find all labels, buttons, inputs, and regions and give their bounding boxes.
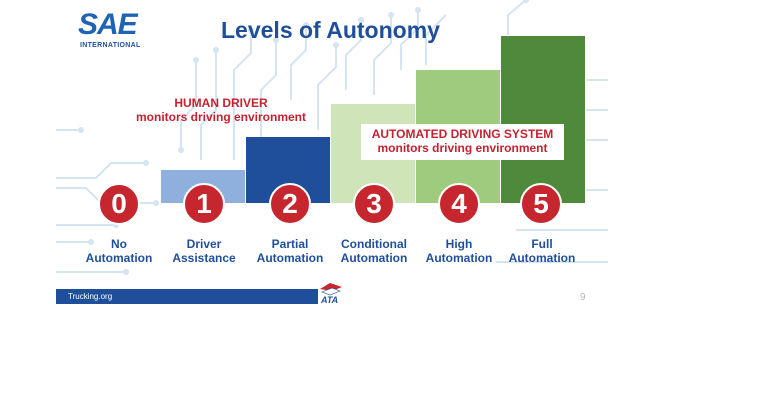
sae-logo-mark: SAE [78,8,138,41]
level-5-label: Full Automation [492,237,592,265]
level-2-label-line2: Automation [256,251,324,265]
ata-logo-icon: ATA [320,283,342,305]
level-5-bar [501,36,585,203]
level-3-label: Conditional Automation [324,237,424,265]
level-4-label-line2: Automation [425,251,493,265]
level-2-badge: 2 [269,183,311,225]
sae-logo: SAE INTERNATIONAL [78,10,148,54]
level-3-badge: 3 [353,183,395,225]
level-5-label-line1: Full [531,237,553,251]
level-1-badge: 1 [183,183,225,225]
ads-heading: AUTOMATED DRIVING SYSTEM [371,127,554,141]
level-2-label-line1: Partial [271,237,309,251]
level-4-label: High Automation [409,237,509,265]
footer-bar [56,289,318,304]
level-0-label: No Automation [69,237,169,265]
level-5-label-line2: Automation [508,251,576,265]
sae-logo-subtitle: INTERNATIONAL [80,42,141,49]
level-2-label: Partial Automation [240,237,340,265]
level-1-label-line2: Assistance [172,251,236,265]
footer-site: Trucking.org [68,292,113,301]
circuit-background [56,0,608,275]
level-1-label-line1: Driver [186,237,222,251]
level-3-label-line1: Conditional [341,237,407,251]
level-0-label-line2: Automation [85,251,153,265]
level-0-badge: 0 [98,183,140,225]
ads-caption: AUTOMATED DRIVING SYSTEM monitors drivin… [361,124,564,160]
human-driver-heading: HUMAN DRIVER [174,96,268,110]
slide-title: Levels of Autonomy [221,17,440,43]
level-4-badge: 4 [438,183,480,225]
level-0-label-line1: No [111,237,127,251]
ata-logo-text: ATA [320,295,338,305]
level-5-badge: 5 [520,183,562,225]
ads-subheading: monitors driving environment [377,141,548,155]
page-number: 9 [580,292,586,303]
level-1-label: Driver Assistance [154,237,254,265]
slide: SAE INTERNATIONAL Levels of Autonomy HUM… [56,0,608,310]
level-4-label-line1: High [445,237,473,251]
level-3-label-line2: Automation [340,251,408,265]
human-driver-caption: HUMAN DRIVER monitors driving environmen… [116,96,326,124]
human-driver-subheading: monitors driving environment [135,110,306,124]
